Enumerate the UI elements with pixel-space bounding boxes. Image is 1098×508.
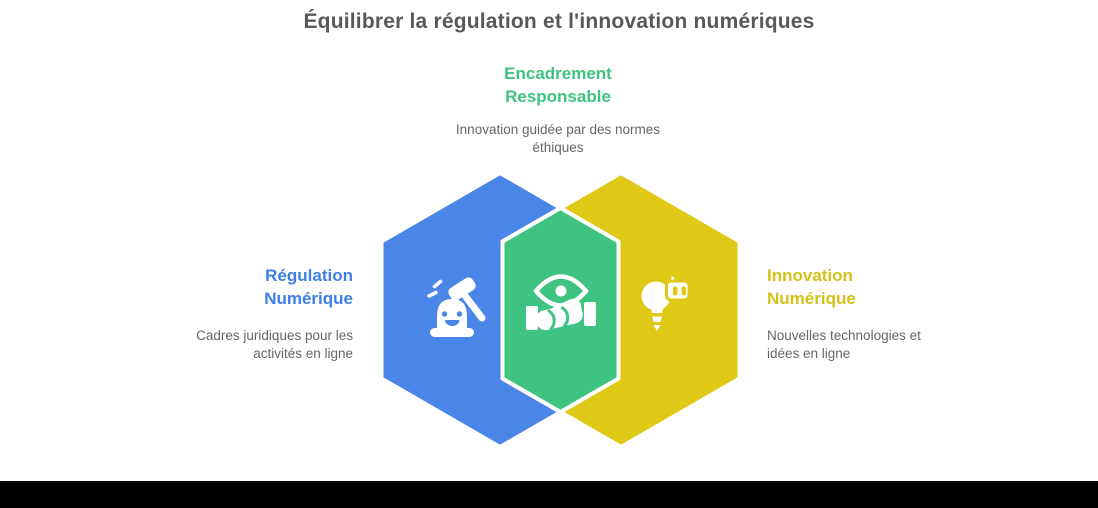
gavel-mole-icon: [427, 277, 486, 337]
right-desc-line1: Nouvelles technologies et: [767, 328, 921, 343]
left-desc-line1: Cadres juridiques pour les: [196, 328, 353, 343]
top-desc-line2: éthiques: [532, 140, 584, 155]
top-heading-line2: Responsable: [505, 87, 611, 106]
left-desc-line2: activités en ligne: [253, 346, 353, 361]
eye-over-handshake-icon: [526, 274, 596, 331]
lightbulb-robot-icon: [641, 274, 691, 331]
top-desc-line1: Innovation guidée par des normes: [455, 122, 661, 137]
right-node-label: Innovation Numérique Nouvelles technolog…: [767, 264, 992, 363]
left-heading-line1: Régulation: [265, 266, 353, 285]
left-node-label: Régulation Numérique Cadres juridiques p…: [138, 264, 353, 363]
top-heading-line1: Encadrement: [504, 64, 612, 83]
bottom-bar: [0, 481, 1098, 508]
right-desc-line2: idées en ligne: [767, 346, 851, 361]
top-node-label: Encadrement Responsable Innovation guidé…: [418, 62, 698, 157]
right-heading-line1: Innovation: [767, 266, 853, 285]
right-heading-line2: Numérique: [767, 289, 856, 308]
page-title: Équilibrer la régulation et l'innovation…: [303, 10, 815, 33]
left-heading-line2: Numérique: [264, 289, 353, 308]
